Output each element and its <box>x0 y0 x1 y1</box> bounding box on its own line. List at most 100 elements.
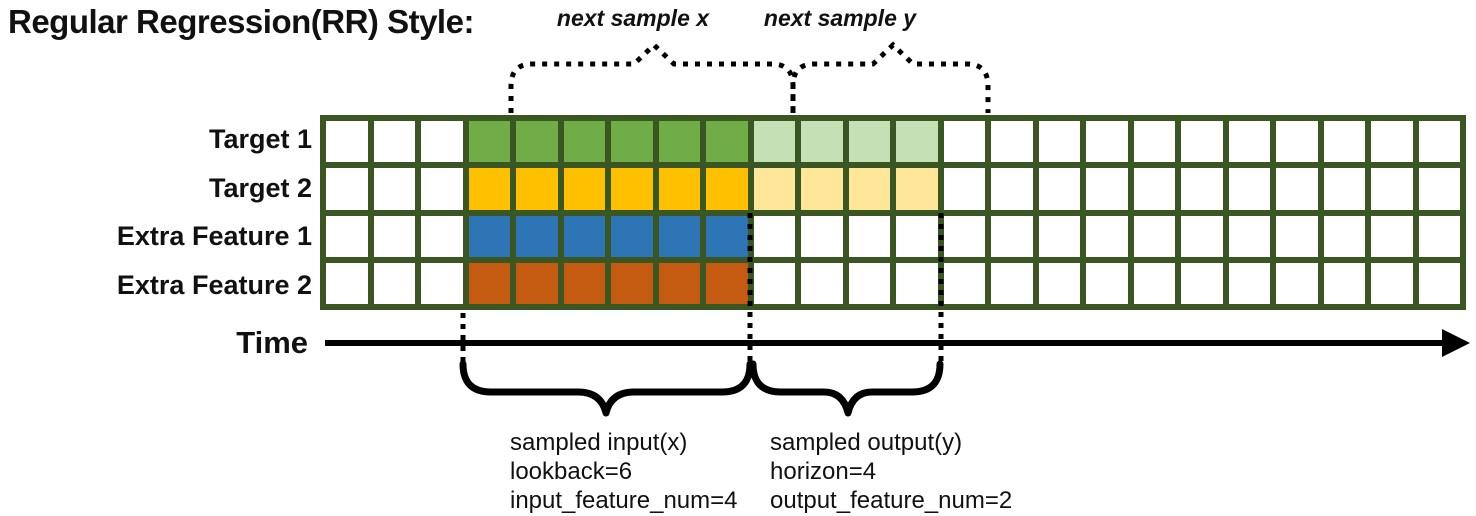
grid-cell <box>658 262 700 304</box>
grid-cell <box>1181 262 1223 304</box>
row-label-extra-feature-1: Extra Feature 1 <box>116 221 312 251</box>
input-caption-line-2: lookback=6 <box>510 458 633 485</box>
grid-cell <box>1323 121 1365 163</box>
grid-cell <box>563 168 605 210</box>
grid-cell <box>1276 168 1318 210</box>
grid-cell <box>326 262 368 304</box>
grid-cell <box>753 262 795 304</box>
grid-cell <box>706 121 748 163</box>
grid-cell <box>801 215 843 257</box>
grid-cell <box>1086 262 1128 304</box>
grid-cell <box>468 121 510 163</box>
row-label-extra-feature-2: Extra Feature 2 <box>116 270 312 300</box>
grid-cell <box>1181 121 1223 163</box>
grid-cell <box>611 168 653 210</box>
grid-cell <box>373 168 415 210</box>
grid-cell <box>1038 168 1080 210</box>
annotation-next-sample-x: next sample x <box>556 5 710 31</box>
grid-cell <box>1371 121 1413 163</box>
input-caption-line-1: sampled input(x) <box>510 429 688 456</box>
grid-cell <box>326 215 368 257</box>
grid-cell <box>373 262 415 304</box>
grid-cell <box>468 262 510 304</box>
grid-cell <box>563 121 605 163</box>
grid-cell <box>421 121 463 163</box>
grid-cell <box>706 168 748 210</box>
grid-cell <box>896 215 938 257</box>
grid-cell <box>753 168 795 210</box>
grid-cell <box>1371 168 1413 210</box>
grid-cell <box>1371 262 1413 304</box>
grid-cell <box>516 262 558 304</box>
grid-cell <box>706 262 748 304</box>
grid-cell <box>1418 262 1460 304</box>
grid-cell <box>896 262 938 304</box>
output-caption-line-2: horizon=4 <box>770 458 877 485</box>
input-caption: sampled input(x) lookback=6 input_featur… <box>510 428 738 515</box>
grid-cell <box>1228 121 1270 163</box>
row-label-target-1: Target 1 <box>208 124 312 154</box>
grid-cell <box>1038 121 1080 163</box>
grid-cell <box>801 121 843 163</box>
grid-cell <box>1276 215 1318 257</box>
grid-cell <box>1133 121 1175 163</box>
grid-cell <box>753 121 795 163</box>
grid-cell <box>468 168 510 210</box>
grid-cell <box>516 215 558 257</box>
grid-cell <box>1276 262 1318 304</box>
grid-cell <box>991 215 1033 257</box>
grid-cell <box>1228 215 1270 257</box>
grid-cell <box>1086 168 1128 210</box>
sampled-output-brace <box>749 360 944 417</box>
grid-cell <box>848 168 890 210</box>
grid-cell <box>848 262 890 304</box>
grid-cell <box>706 215 748 257</box>
grid-cell <box>896 168 938 210</box>
grid-cell <box>1323 262 1365 304</box>
grid-cell <box>516 168 558 210</box>
grid-cell <box>1228 168 1270 210</box>
grid-cell <box>658 215 700 257</box>
grid-cell <box>1133 262 1175 304</box>
grid-cell <box>326 168 368 210</box>
grid-cell <box>1181 168 1223 210</box>
grid-cell <box>943 121 985 163</box>
next-sample-x-brace <box>508 41 796 113</box>
grid-cell <box>896 121 938 163</box>
grid-cell <box>1086 121 1128 163</box>
grid-cell <box>563 215 605 257</box>
grid-cell <box>516 121 558 163</box>
timeseries-grid <box>320 115 1466 310</box>
grid-cell <box>326 121 368 163</box>
grid-cell <box>658 121 700 163</box>
sampled-input-brace <box>459 360 754 417</box>
grid-cell <box>1323 215 1365 257</box>
grid-cell <box>373 215 415 257</box>
grid-cell <box>611 215 653 257</box>
grid-cell <box>943 168 985 210</box>
grid-cell <box>848 121 890 163</box>
grid-cell <box>1323 168 1365 210</box>
output-caption-line-1: sampled output(y) <box>770 429 963 456</box>
grid-cell <box>848 215 890 257</box>
grid-cell <box>753 215 795 257</box>
grid-cell <box>421 215 463 257</box>
output-caption: sampled output(y) horizon=4 output_featu… <box>770 428 1012 515</box>
grid-cell <box>1038 215 1080 257</box>
grid-cell <box>373 121 415 163</box>
grid-cell <box>1418 168 1460 210</box>
diagram-title: Regular Regression(RR) Style: <box>8 3 474 40</box>
grid-cell <box>1133 215 1175 257</box>
grid-cell <box>658 168 700 210</box>
grid-cell <box>943 262 985 304</box>
grid-cell <box>1418 121 1460 163</box>
time-axis-label: Time <box>236 325 308 360</box>
annotation-next-sample-y: next sample y <box>763 5 917 31</box>
grid-cell <box>611 262 653 304</box>
grid-cell <box>421 262 463 304</box>
row-label-target-2: Target 2 <box>208 173 312 203</box>
grid-cell <box>1133 168 1175 210</box>
grid-cell <box>468 215 510 257</box>
grid-cell <box>1371 215 1413 257</box>
